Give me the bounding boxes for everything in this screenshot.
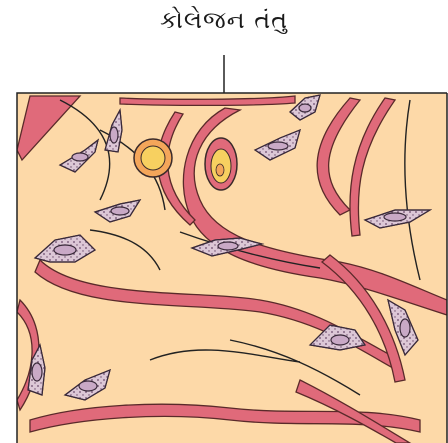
mast-cell	[205, 138, 237, 190]
fat-cell	[134, 139, 172, 177]
